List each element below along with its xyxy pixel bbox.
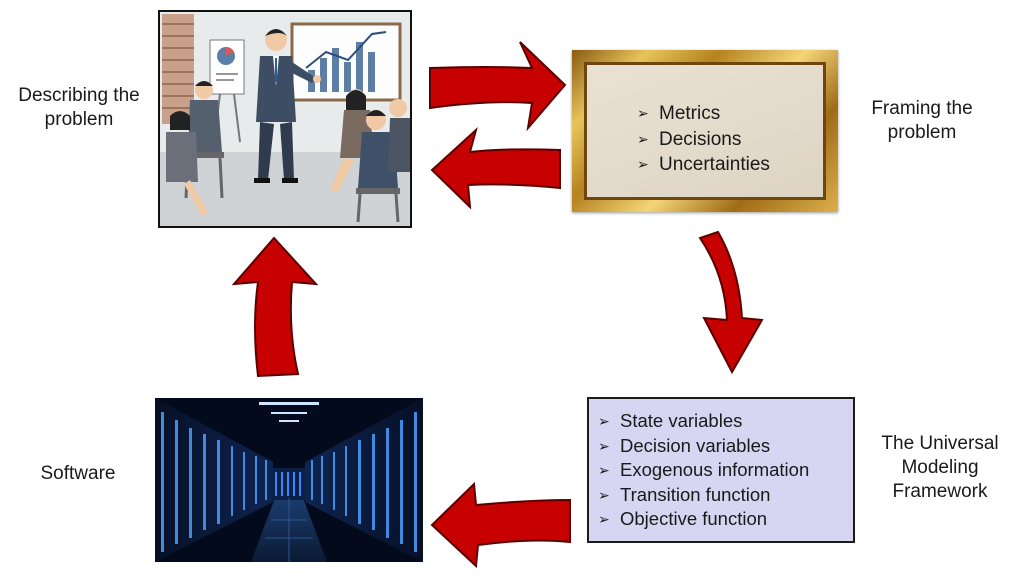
bullet-arrow-icon: ➢ — [637, 130, 649, 147]
list-item: ➢Decision variables — [598, 434, 853, 459]
arrow-frame-to-describe — [430, 126, 561, 210]
bullet-arrow-icon: ➢ — [598, 511, 610, 527]
arrow-describe-to-frame — [429, 41, 567, 132]
list-item: ➢State variables — [598, 409, 853, 434]
list-item: ➢Transition function — [598, 483, 853, 508]
label-universal-modeling-framework: The Universal Modeling Framework — [881, 433, 999, 502]
bullet-arrow-icon: ➢ — [598, 413, 610, 429]
gold-picture-frame: ➢Metrics ➢Decisions ➢Uncertainties — [572, 50, 838, 212]
label-describing-problem: Describing the problem — [18, 85, 140, 130]
bullet-arrow-icon: ➢ — [637, 156, 649, 172]
list-item: ➢Decisions — [637, 128, 742, 150]
arrow-frame-to-umf — [698, 230, 764, 375]
list-item: ➢Metrics — [637, 103, 721, 124]
bullet-arrow-icon: ➢ — [598, 437, 610, 454]
list-item: ➢Exogenous information — [598, 458, 853, 483]
arrow-umf-to-software — [430, 481, 571, 569]
umf-bullet-list: ➢State variables ➢Decision variables ➢Ex… — [598, 409, 853, 532]
bullet-arrow-icon: ➢ — [637, 105, 649, 121]
framing-bullet-list: ➢Metrics ➢Decisions ➢Uncertainties — [637, 101, 823, 178]
bullet-arrow-icon: ➢ — [598, 486, 610, 503]
list-item: ➢Uncertainties — [637, 154, 770, 175]
label-framing-problem: Framing the problem — [871, 98, 973, 143]
universal-modeling-framework-box: ➢State variables ➢Decision variables ➢Ex… — [587, 397, 855, 543]
frame-canvas: ➢Metrics ➢Decisions ➢Uncertainties — [584, 62, 826, 200]
presentation-meeting-illustration — [158, 10, 412, 228]
server-room-photo — [155, 398, 423, 562]
list-item: ➢Objective function — [598, 507, 853, 532]
label-software: Software — [40, 463, 116, 484]
bullet-arrow-icon: ➢ — [598, 462, 610, 478]
arrow-software-to-describe — [231, 236, 319, 378]
